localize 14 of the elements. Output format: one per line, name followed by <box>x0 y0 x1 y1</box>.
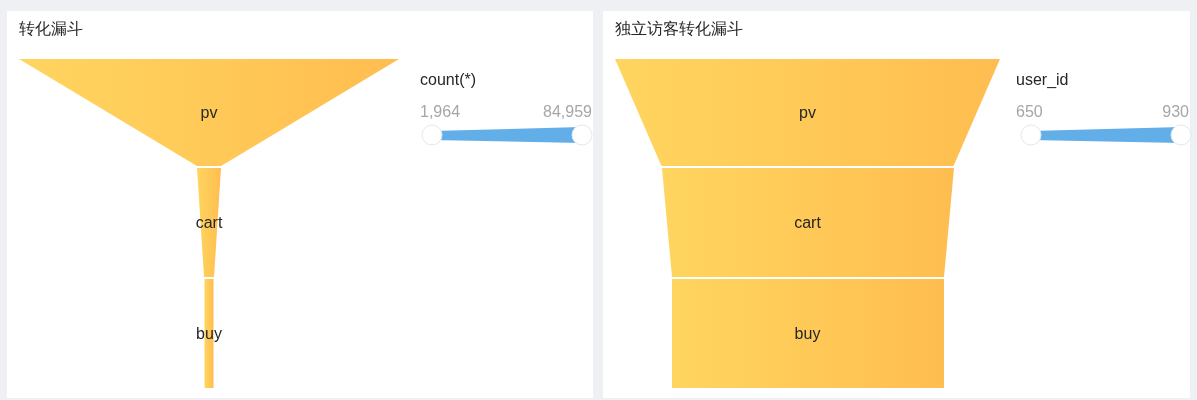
legend-title: user_id <box>1016 70 1069 90</box>
segment-label: cart <box>794 212 821 233</box>
panel-title: 转化漏斗 <box>19 19 83 39</box>
chart-panel <box>7 11 593 398</box>
segment-label: pv <box>200 102 218 123</box>
panel-title: 独立访客转化漏斗 <box>615 19 743 39</box>
legend-min-value: 1,964 <box>420 102 461 122</box>
segment-label: pv <box>799 102 816 123</box>
legend-min-value: 650 <box>1016 102 1043 122</box>
legend-max-value: 84,959 <box>543 102 592 122</box>
chart-panel <box>603 11 1190 398</box>
segment-label: buy <box>794 323 821 344</box>
legend-title: count(*) <box>420 70 477 90</box>
legend-max-value: 930 <box>1162 102 1189 122</box>
